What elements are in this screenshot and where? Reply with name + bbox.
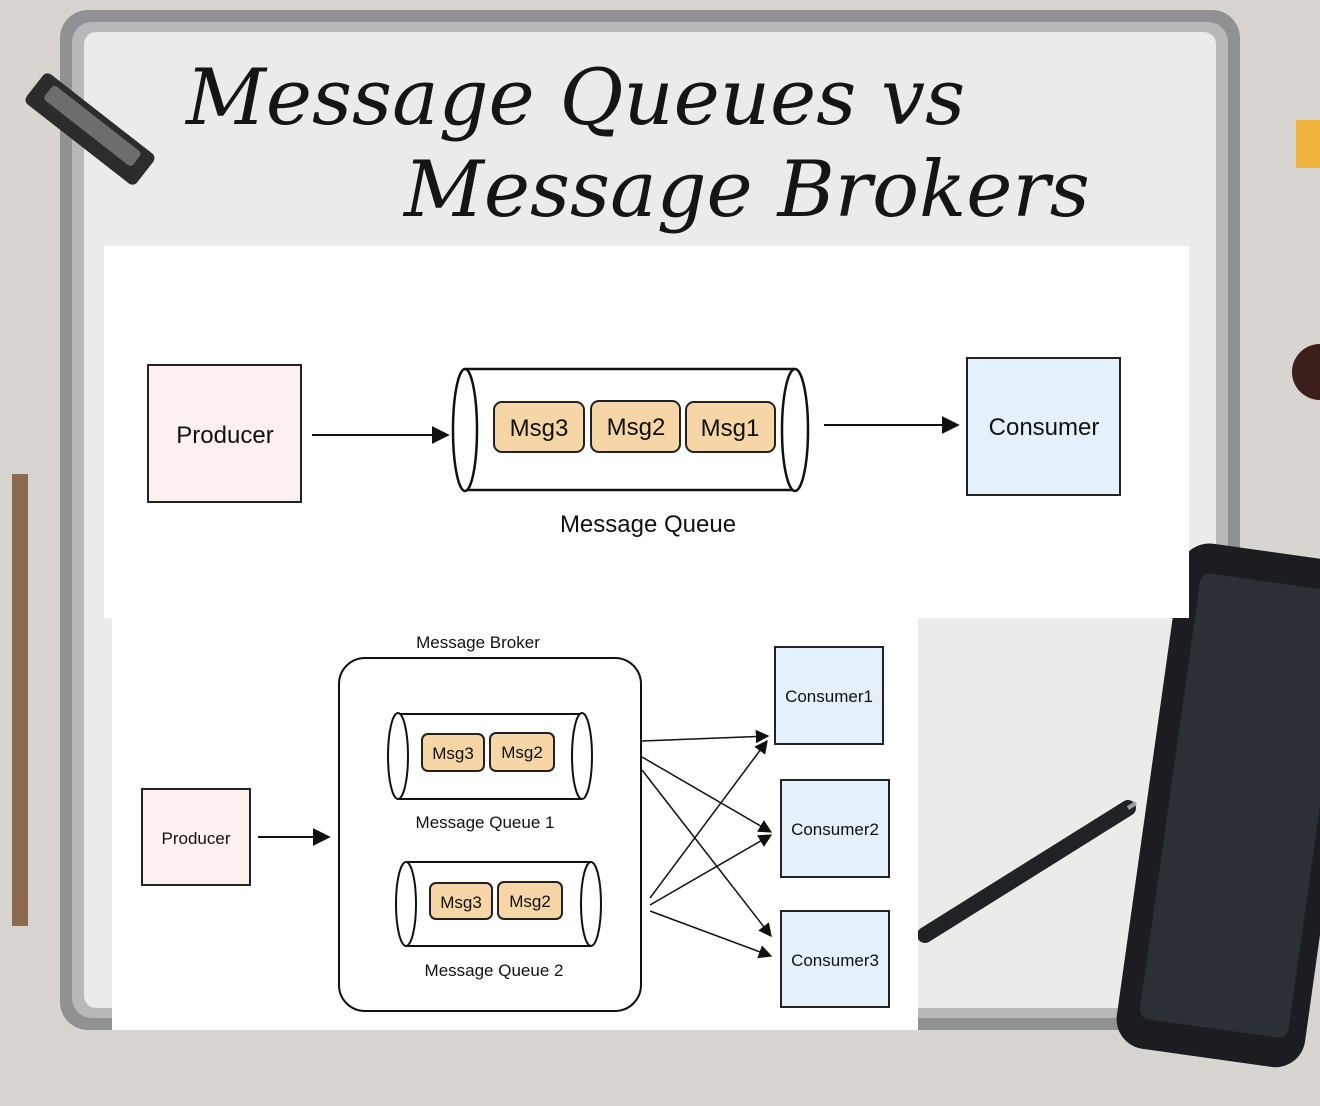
consumer-box [780,779,890,878]
message-queue-1-cylinder [387,712,593,800]
consumer-box [780,910,890,1008]
routing-arrow [641,756,773,833]
routing-arrow [649,910,773,959]
routing-arrow [649,739,768,899]
consumer-box [774,646,884,745]
queue-2-label: Message Queue 2 [425,961,564,980]
message-queue-cylinder [451,367,810,493]
producer-label: Producer [162,829,231,848]
message-label: Msg1 [701,415,760,442]
title-line-2: Message Brokers [402,145,1090,235]
message-box [421,733,485,772]
broker-container [338,657,642,1012]
sticky-note-icon [1296,120,1320,168]
routing-arrow [641,769,772,938]
message-box [685,401,776,453]
producer-label: Producer [176,422,273,449]
producer-box [147,364,302,503]
message-box [590,400,681,453]
message-label: Msg3 [510,415,569,442]
message-label: Msg3 [440,893,482,912]
coffee-cup-icon [1292,344,1320,400]
broker-label: Message Broker [416,633,540,652]
message-label: Msg2 [607,414,666,441]
consumer-label: Consumer1 [785,687,873,706]
message-label: Msg2 [509,892,551,911]
message-label: Msg2 [501,743,543,762]
pen-icon [917,800,1138,943]
message-box [429,882,493,920]
consumer-label: Consumer3 [791,951,879,970]
message-box [497,881,563,920]
notebook-icon [12,474,28,926]
consumer-label: Consumer [989,414,1100,441]
broker-diagram-panel: Message Broker Producer Msg3 Msg2 Messag… [112,618,918,1030]
producer-box [141,788,251,886]
routing-arrow [641,729,770,744]
routing-arrow [649,834,773,906]
consumer-label: Consumer2 [791,820,879,839]
queue-label: Message Queue [560,511,736,538]
message-label: Msg3 [432,744,474,763]
queue-diagram-panel: Producer Msg3 Msg2 Msg1 Message Queue Co… [104,246,1189,618]
title-line-1: Message Queues vs [184,53,965,143]
message-box [489,732,555,772]
consumer-box [966,357,1121,496]
tablet-icon [1116,543,1320,1068]
message-queue-2-cylinder [395,861,602,947]
message-box [493,401,585,453]
queue-1-label: Message Queue 1 [416,813,555,832]
marker-clip-icon [25,73,155,185]
